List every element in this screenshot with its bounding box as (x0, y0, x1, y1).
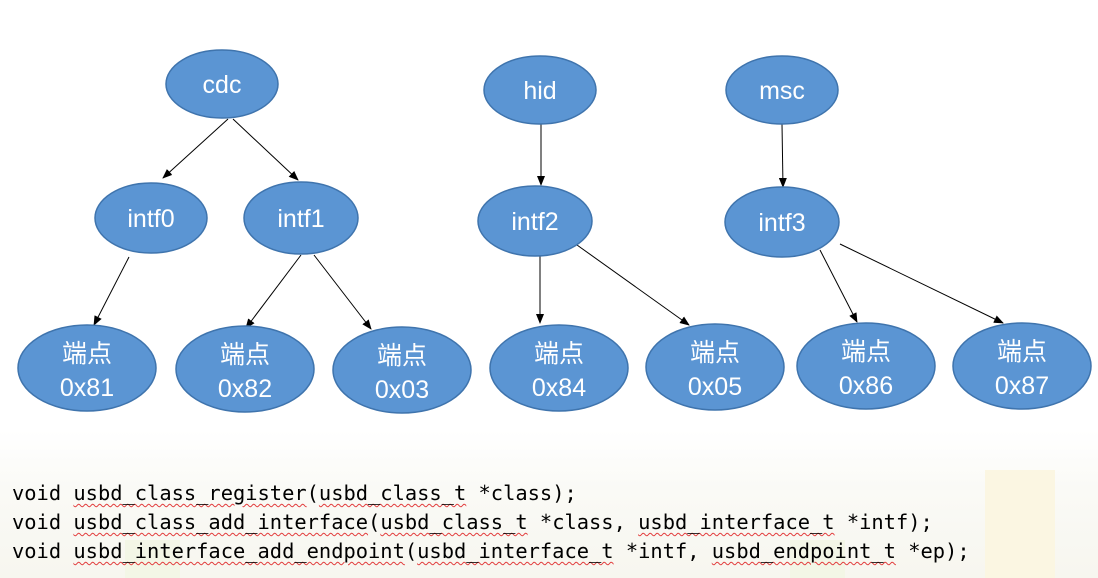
node-label: intf0 (127, 205, 174, 233)
code-type: usbd_interface_t (417, 539, 614, 563)
code-function-name: usbd_class_register (73, 481, 307, 505)
code-punct: ( (306, 481, 319, 505)
node-msc: msc (725, 55, 839, 125)
node-cdc: cdc (165, 49, 279, 119)
background-strip (0, 430, 1098, 578)
code-keyword: void (12, 510, 62, 534)
code-line-class-register: void usbd_class_register(usbd_class_t *c… (12, 479, 970, 508)
code-punct: ( (404, 539, 418, 563)
code-function-name: usbd_interface_add_endpoint (73, 539, 405, 563)
usb-class-tree-diagram: cdc hid msc intf0 intf1 intf2 intf3 端点 0… (17, 49, 1092, 414)
code-param: *class, (527, 510, 639, 534)
node-label-line2: 0x03 (375, 376, 429, 404)
node-ep82: 端点 0x82 (175, 325, 315, 413)
code-param: *class (466, 481, 553, 505)
edge-intf1-ep82 (245, 254, 302, 329)
code-param: *intf, (613, 539, 712, 563)
code-type: usbd_class_t (380, 510, 528, 534)
edge-intf3-ep87 (839, 243, 1004, 324)
node-label: intf3 (758, 209, 805, 237)
node-intf1: intf1 (243, 181, 359, 255)
edge-intf2-ep05 (576, 244, 690, 326)
code-type: usbd_endpoint_t (711, 539, 896, 563)
node-ep86: 端点 0x86 (796, 322, 936, 410)
node-ep84: 端点 0x84 (489, 324, 629, 412)
background-block (125, 540, 180, 578)
edge-cdc-intf0 (162, 118, 229, 179)
node-label-line2: 0x82 (218, 375, 272, 403)
code-punct: ( (368, 510, 381, 534)
node-ep03: 端点 0x03 (332, 326, 472, 414)
node-label: hid (523, 77, 556, 105)
node-ep05: 端点 0x05 (645, 323, 785, 411)
edge-intf3-ep86 (819, 249, 858, 323)
node-label-line2: 0x84 (532, 374, 586, 402)
code-punct: ); (552, 481, 577, 505)
code-keyword: void (12, 539, 62, 563)
code-function-name: usbd_class_add_interface (73, 510, 369, 534)
code-type: usbd_class_t (318, 481, 467, 505)
node-label-line1: 端点 (841, 338, 891, 366)
code-keyword: void (12, 481, 62, 505)
node-label-line2: 0x05 (688, 373, 742, 401)
node-intf3: intf3 (724, 186, 840, 258)
background-block (790, 540, 845, 578)
api-code-block: void usbd_class_register(usbd_class_t *c… (12, 479, 970, 566)
code-line-add-endpoint: void usbd_interface_add_endpoint(usbd_in… (12, 537, 970, 566)
code-punct: ); (908, 510, 933, 534)
node-label-line1: 端点 (690, 339, 740, 367)
edges (93, 118, 1004, 330)
node-label-line1: 端点 (377, 342, 427, 370)
edge-cdc-intf1 (232, 118, 299, 181)
edge-intf1-ep03 (313, 254, 372, 330)
code-punct: ); (945, 539, 970, 563)
node-intf0: intf0 (94, 182, 208, 254)
node-label-line1: 端点 (534, 340, 584, 368)
node-label-line2: 0x87 (995, 372, 1049, 400)
node-label: msc (759, 77, 805, 105)
node-label-line2: 0x81 (60, 374, 114, 402)
background-block (985, 470, 1055, 578)
node-ep81: 端点 0x81 (17, 324, 157, 412)
node-ep87: 端点 0x87 (952, 322, 1092, 410)
node-label: intf2 (511, 208, 558, 236)
edge-intf0-ep81 (93, 256, 130, 326)
node-intf2: intf2 (477, 185, 593, 257)
node-label-line1: 端点 (997, 338, 1047, 366)
node-label: intf1 (277, 205, 324, 233)
code-param: *intf (834, 510, 909, 534)
node-label-line1: 端点 (220, 341, 270, 369)
code-param: *ep (895, 539, 946, 563)
node-label-line2: 0x86 (839, 372, 893, 400)
node-hid: hid (483, 55, 597, 125)
node-label-line1: 端点 (62, 340, 112, 368)
edge-msc-intf3 (778, 123, 787, 188)
code-line-add-interface: void usbd_class_add_interface(usbd_class… (12, 508, 970, 537)
code-type: usbd_interface_t (638, 510, 835, 534)
node-label: cdc (203, 71, 242, 99)
